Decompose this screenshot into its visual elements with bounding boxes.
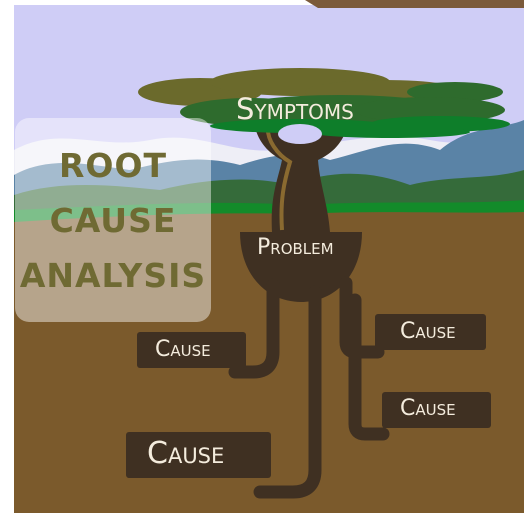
tree-crown: [138, 68, 510, 138]
symptoms-label: Symptoms: [236, 92, 354, 126]
title-line-2: CAUSE: [49, 200, 177, 240]
title-line-3: ANALYSIS: [19, 255, 207, 295]
cause-box-4: [126, 432, 271, 478]
cause-label-3: Cause: [400, 396, 456, 421]
cause-label-2: Cause: [400, 319, 456, 344]
title-panel: ROOT CAUSE ANALYSIS: [15, 118, 211, 322]
problem-label: Problem: [257, 235, 334, 260]
crown-gap: [278, 124, 322, 144]
cause-box-3: [382, 392, 491, 428]
corner-decoration: [305, 0, 524, 8]
cause-box-2: [375, 314, 486, 350]
trunk-highlight: [265, 124, 293, 231]
title-line-1: ROOT: [58, 145, 168, 185]
cause-box-1: [137, 332, 246, 368]
cause-label-1: Cause: [155, 337, 211, 362]
tree-trunk: [253, 105, 349, 232]
roots: [228, 276, 390, 499]
cause-label-4: Cause: [147, 436, 225, 471]
